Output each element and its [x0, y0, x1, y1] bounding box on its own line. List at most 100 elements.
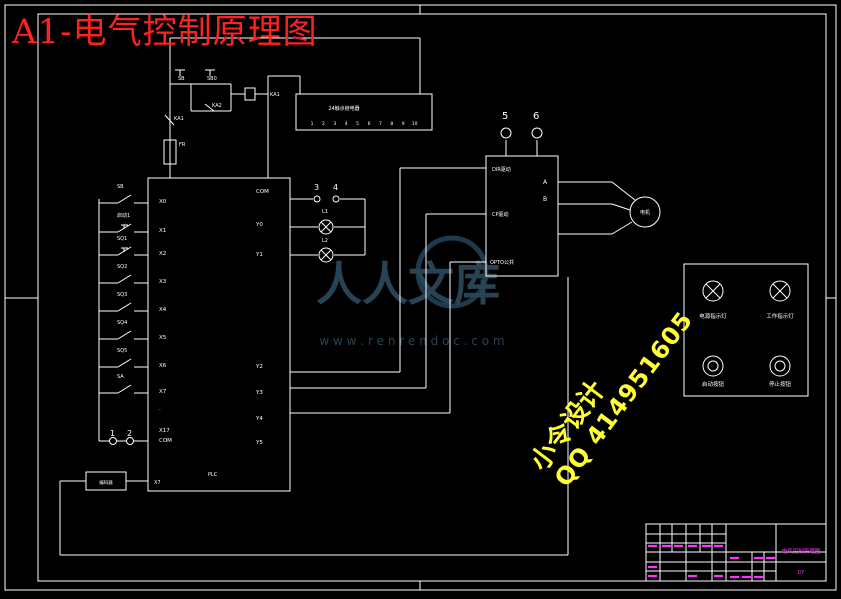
title-block-sheet: 07	[798, 570, 804, 576]
driver-terminal-5-label: 5	[502, 111, 508, 122]
terminal-2: 2	[127, 429, 132, 438]
plc-input-label: ·	[159, 407, 161, 413]
plc-input-label: X0	[159, 199, 167, 205]
lamp-l2: L2	[318, 238, 334, 263]
input-switch-label: SQ5	[117, 348, 127, 354]
terminal-3: 3	[314, 183, 319, 192]
relay-pin: 6	[368, 121, 371, 127]
input-switch-label: SA	[117, 374, 124, 380]
driver-phase-a: A	[543, 179, 548, 186]
relay-pins: 1 2 3 4 5 6 7 8 9 10	[311, 121, 418, 127]
plc-input-label: X1	[159, 228, 166, 234]
relay-block	[295, 93, 433, 131]
relay-pin: 4	[345, 121, 348, 127]
plc-output-label: COM	[256, 189, 269, 195]
input-switch-label: SQ2	[117, 264, 127, 270]
title-block	[645, 523, 827, 582]
driver-terminal-5	[500, 127, 512, 139]
plc-output-label: Y2	[255, 364, 263, 370]
plc-input-label: X17	[159, 428, 170, 434]
plc-input-label: X7	[159, 389, 167, 395]
lamp-l1-label: L1	[322, 209, 328, 215]
relay-pin: 9	[402, 121, 405, 127]
panel-power-lamp	[702, 280, 724, 302]
top-wiring	[164, 37, 421, 178]
title-block-marks	[648, 544, 775, 579]
relay-pin: 10	[412, 121, 418, 127]
plc-output-label: Y5	[255, 440, 263, 446]
input-switch-ladder	[98, 194, 148, 442]
relay-pin: 2	[322, 121, 325, 127]
encoder-label: 编码器	[99, 479, 113, 486]
driver-pin-dir: DIR驱动	[492, 166, 511, 173]
panel-label-stop: 停止按钮	[769, 380, 792, 388]
driver-phase-b: B	[543, 196, 547, 203]
fr-fuse	[163, 139, 177, 165]
encoder-wiring	[59, 277, 569, 556]
driver-terminal-6-label: 6	[533, 111, 539, 122]
operator-panel	[683, 263, 809, 397]
plc-output-label: Y4	[255, 416, 263, 422]
relay-pin: 5	[356, 121, 359, 127]
driver-pin-cp: CP驱动	[492, 211, 509, 218]
relay-pin: 1	[311, 121, 314, 127]
watermark-url: w w w . r e n r e n d o c . c o m	[319, 334, 504, 348]
input-switch-label: SQ3	[117, 292, 127, 298]
plc-input-label: X5	[159, 335, 167, 341]
panel-label-start: 启动按钮	[702, 380, 725, 388]
input-switch-label: SQ1	[117, 236, 127, 242]
relay-label: 24触点继电器	[328, 105, 359, 112]
terminal-1: 1	[110, 429, 115, 438]
relay-pin: 8	[390, 121, 393, 127]
label-ka1-coil: KA1	[270, 92, 280, 98]
border-ticks	[5, 5, 836, 590]
panel-work-lamp	[769, 280, 791, 302]
driver-wiring	[290, 140, 636, 414]
label-ka1-contact: KA1	[174, 116, 184, 122]
panel-label-power: 电源指示灯	[699, 312, 727, 320]
panel-start-button	[702, 355, 724, 377]
motor-label: 电机	[640, 209, 650, 216]
plc-input-label: X6	[159, 363, 167, 369]
plc-input-label: X3	[159, 279, 167, 285]
plc-output-label: Y1	[255, 252, 263, 258]
label-ka2: KA2	[212, 103, 222, 109]
terminal-4: 4	[333, 183, 338, 192]
title-block-drawing-name: 电气控制原理图	[782, 547, 821, 555]
plc-label: PLC	[208, 472, 218, 478]
panel-label-work: 工作指示灯	[766, 312, 794, 320]
terminals-3-4: 3 4	[313, 183, 340, 203]
plc-block	[147, 177, 291, 492]
label-fr: FR	[179, 142, 186, 148]
plc-output-label: Y3	[255, 390, 263, 396]
input-switch-label: SB	[117, 184, 124, 190]
lamp-l1: L1	[318, 209, 334, 235]
ka1-coil	[244, 87, 256, 101]
panel-stop-button	[769, 355, 791, 377]
lamp-wiring	[290, 198, 366, 256]
input-switch-label: SQ4	[117, 320, 127, 326]
bottom-terminals: 1 2	[109, 429, 148, 445]
driver-block	[485, 155, 559, 277]
relay-pin: 3	[333, 121, 336, 127]
plc-input-label: X2	[159, 251, 166, 257]
lamp-l2-label: L2	[322, 238, 328, 244]
motor-symbol	[629, 196, 661, 228]
label-sb0: SB0	[207, 76, 217, 82]
relay-pin: 7	[379, 121, 382, 127]
plc-x7-bottom: X7	[154, 480, 161, 486]
label-sb: SB	[178, 76, 185, 82]
driver-terminal-6	[531, 127, 543, 139]
page-title: A1-电气控制原理图	[12, 12, 318, 52]
plc-input-label: COM	[159, 438, 172, 444]
input-switch-label: 启动1	[117, 212, 130, 219]
plc-output-label: Y0	[255, 222, 263, 228]
driver-pin-opto: OPTO公共	[490, 259, 514, 266]
watermark: 人人文库 w w w . r e n r e n d o c . c o m	[316, 235, 505, 348]
plc-input-label: X4	[159, 307, 167, 313]
watermark-brand: 人人文库	[316, 257, 500, 311]
